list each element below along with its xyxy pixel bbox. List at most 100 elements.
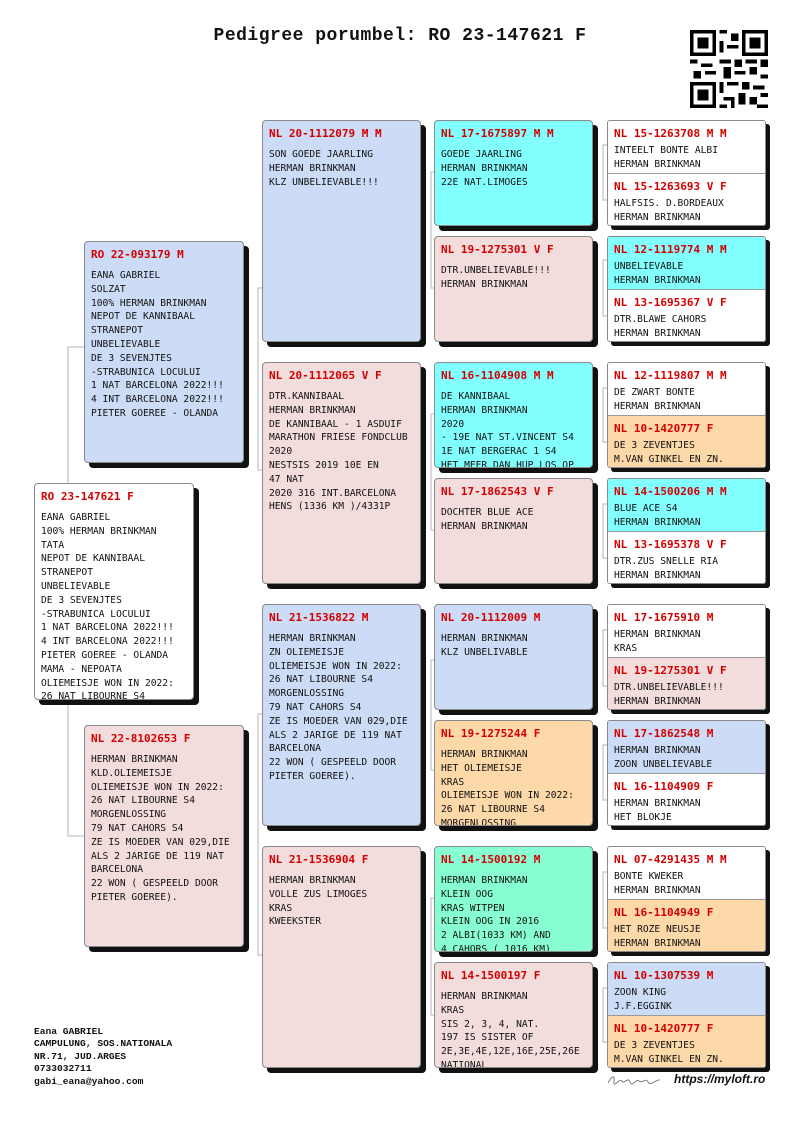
ancestor-entry: NL 10-1420777 F DE 3 ZEVENTJES M.VAN GIN…	[608, 415, 765, 467]
ancestor-text: DTR.UNBELIEVABLE!!! HERMAN BRINKMAN	[614, 682, 724, 707]
ancestor-entry: NL 15-1263708 M M INTEELT BONTE ALBI HER…	[608, 121, 765, 173]
ancestor-ring: NL 12-1119807 M M	[614, 369, 727, 382]
parent-text: HERMAN BRINKMAN KLD.OLIEMEISJE OLIEMEISJ…	[91, 754, 230, 903]
great-grandparent-card: NL 14-1500197 F HERMAN BRINKMAN KRAS SIS…	[434, 962, 593, 1068]
grandparent-ring: NL 20-1112065 V F	[269, 369, 382, 382]
great-grandparent-text: HERMAN BRINKMAN HET OLIEMEISJE KRAS OLIE…	[441, 749, 574, 826]
great-grandparent-ring: NL 14-1500197 F	[441, 969, 541, 982]
ancestor-text: UNBELIEVABLE HERMAN BRINKMAN	[614, 261, 701, 286]
ancestor-entry: NL 10-1307539 M ZOON KING J.F.EGGINK	[608, 963, 765, 1015]
great-grandparent-card: NL 20-1112009 M HERMAN BRINKMAN KLZ UNBE…	[434, 604, 593, 710]
website-link[interactable]: https://myloft.ro	[674, 1072, 766, 1086]
ancestor-text: INTEELT BONTE ALBI HERMAN BRINKMAN	[614, 145, 718, 170]
great-grandparent-text: HERMAN BRINKMAN KLEIN OOG KRAS WITPEN KL…	[441, 875, 551, 952]
ancestor-ring: NL 12-1119774 M M	[614, 243, 727, 256]
great-grandparent-ring: NL 17-1675897 M M	[441, 127, 554, 140]
ancestor-entry: NL 16-1104909 F HERMAN BRINKMAN HET BLOK…	[608, 773, 765, 825]
great-grandparent-text: HERMAN BRINKMAN KRAS SIS 2, 3, 4, NAT. 1…	[441, 991, 580, 1068]
ancestor-entry: NL 17-1862548 M HERMAN BRINKMAN ZOON UNB…	[608, 721, 765, 773]
ancestor-text: DE ZWART BONTE HERMAN BRINKMAN	[614, 387, 701, 412]
ancestor-entry: NL 13-1695367 V F DTR.BLAWE CAHORS HERMA…	[608, 289, 765, 341]
ancestor-ring: NL 16-1104949 F	[614, 906, 714, 919]
subject-card: RO 23-147621 F EANA GABRIEL 100% HERMAN …	[34, 483, 194, 700]
great-grandparent-ring: NL 14-1500192 M	[441, 853, 541, 866]
qr-code-icon	[690, 30, 768, 108]
ancestor-text: DE 3 ZEVENTJES M.VAN GINKEL EN ZN.	[614, 440, 724, 465]
grandparent-card: NL 21-1536904 F HERMAN BRINKMAN VOLLE ZU…	[262, 846, 421, 1068]
ancestor-text: HERMAN BRINKMAN HET BLOKJE	[614, 798, 701, 823]
ancestor-pair-card: NL 17-1862548 M HERMAN BRINKMAN ZOON UNB…	[607, 720, 766, 826]
parent-ring: RO 22-093179 M	[91, 248, 184, 261]
grandparent-ring: NL 21-1536904 F	[269, 853, 369, 866]
ancestor-entry: NL 16-1104949 F HET ROZE NEUSJE HERMAN B…	[608, 899, 765, 951]
ancestor-text: HET ROZE NEUSJE HERMAN BRINKMAN	[614, 924, 701, 949]
ancestor-entry: NL 13-1695378 V F DTR.ZUS SNELLE RIA HER…	[608, 531, 765, 583]
parent-ring: NL 22-8102653 F	[91, 732, 191, 745]
grandparent-ring: NL 20-1112079 M M	[269, 127, 382, 140]
great-grandparent-card: NL 17-1862543 V F DOCHTER BLUE ACE HERMA…	[434, 478, 593, 584]
ancestor-text: BLUE ACE S4 HERMAN BRINKMAN	[614, 503, 701, 528]
ancestor-ring: NL 16-1104909 F	[614, 780, 714, 793]
ancestor-ring: NL 10-1420777 F	[614, 1022, 714, 1035]
ancestor-text: BONTE KWEKER HERMAN BRINKMAN	[614, 871, 701, 896]
ancestor-entry: NL 12-1119807 M M DE ZWART BONTE HERMAN …	[608, 363, 765, 415]
great-grandparent-ring: NL 19-1275301 V F	[441, 243, 554, 256]
great-grandparent-card: NL 17-1675897 M M GOEDE JAARLING HERMAN …	[434, 120, 593, 226]
great-grandparent-text: HERMAN BRINKMAN KLZ UNBELIVABLE	[441, 633, 528, 658]
great-grandparent-ring: NL 20-1112009 M	[441, 611, 541, 624]
ancestor-ring: NL 15-1263708 M M	[614, 127, 727, 140]
great-grandparent-ring: NL 17-1862543 V F	[441, 485, 554, 498]
great-grandparent-card: NL 14-1500192 M HERMAN BRINKMAN KLEIN OO…	[434, 846, 593, 952]
grandparent-text: HERMAN BRINKMAN VOLLE ZUS LIMOGES KRAS K…	[269, 875, 368, 928]
ancestor-text: HERMAN BRINKMAN ZOON UNBELIEVABLE	[614, 745, 713, 770]
parent-card-sire: RO 22-093179 M EANA GABRIEL SOLZAT 100% …	[84, 241, 244, 463]
ancestor-text: DE 3 ZEVENTJES M.VAN GINKEL EN ZN.	[614, 1040, 724, 1065]
grandparent-card: NL 20-1112079 M M SON GOEDE JAARLING HER…	[262, 120, 421, 342]
ancestor-ring: NL 15-1263693 V F	[614, 180, 727, 193]
ancestor-entry: NL 17-1675910 M HERMAN BRINKMAN KRAS	[608, 605, 765, 657]
parent-card-dam: NL 22-8102653 F HERMAN BRINKMAN KLD.OLIE…	[84, 725, 244, 947]
ancestor-entry: NL 14-1500206 M M BLUE ACE S4 HERMAN BRI…	[608, 479, 765, 531]
great-grandparent-text: DOCHTER BLUE ACE HERMAN BRINKMAN	[441, 507, 534, 532]
ancestor-ring: NL 13-1695378 V F	[614, 538, 727, 551]
grandparent-card: NL 21-1536822 M HERMAN BRINKMAN ZN OLIEM…	[262, 604, 421, 826]
subject-text: EANA GABRIEL 100% HERMAN BRINKMAN TATA N…	[41, 512, 174, 700]
ancestor-ring: NL 13-1695367 V F	[614, 296, 727, 309]
ancestor-ring: NL 10-1307539 M	[614, 969, 714, 982]
great-grandparent-ring: NL 19-1275244 F	[441, 727, 541, 740]
grandparent-text: DTR.KANNIBAAL HERMAN BRINKMAN DE KANNIBA…	[269, 391, 408, 513]
ancestor-pair-card: NL 14-1500206 M M BLUE ACE S4 HERMAN BRI…	[607, 478, 766, 584]
ancestor-text: HALFSIS. D.BORDEAUX HERMAN BRINKMAN	[614, 198, 724, 223]
ancestor-entry: NL 10-1420777 F DE 3 ZEVENTJES M.VAN GIN…	[608, 1015, 765, 1067]
great-grandparent-card: NL 19-1275244 F HERMAN BRINKMAN HET OLIE…	[434, 720, 593, 826]
signature-icon	[607, 1076, 661, 1085]
ancestor-text: ZOON KING J.F.EGGINK	[614, 987, 672, 1012]
ancestor-ring: NL 07-4291435 M M	[614, 853, 727, 866]
parent-text: EANA GABRIEL SOLZAT 100% HERMAN BRINKMAN…	[91, 270, 224, 419]
owner-contact: Eana GABRIEL CAMPULUNG, SOS.NATIONALA NR…	[34, 1026, 173, 1087]
ancestor-ring: NL 14-1500206 M M	[614, 485, 727, 498]
ancestor-entry: NL 12-1119774 M M UNBELIEVABLE HERMAN BR…	[608, 237, 765, 289]
ancestor-text: DTR.ZUS SNELLE RIA HERMAN BRINKMAN	[614, 556, 718, 581]
ancestor-ring: NL 17-1675910 M	[614, 611, 714, 624]
great-grandparent-ring: NL 16-1104908 M M	[441, 369, 554, 382]
ancestor-entry: NL 15-1263693 V F HALFSIS. D.BORDEAUX HE…	[608, 173, 765, 225]
ancestor-text: DTR.BLAWE CAHORS HERMAN BRINKMAN	[614, 314, 707, 339]
grandparent-text: SON GOEDE JAARLING HERMAN BRINKMAN KLZ U…	[269, 149, 379, 188]
ancestor-pair-card: NL 12-1119807 M M DE ZWART BONTE HERMAN …	[607, 362, 766, 468]
subject-ring: RO 23-147621 F	[41, 490, 134, 503]
ancestor-pair-card: NL 12-1119774 M M UNBELIEVABLE HERMAN BR…	[607, 236, 766, 342]
ancestor-ring: NL 17-1862548 M	[614, 727, 714, 740]
ancestor-entry: NL 07-4291435 M M BONTE KWEKER HERMAN BR…	[608, 847, 765, 899]
grandparent-ring: NL 21-1536822 M	[269, 611, 369, 624]
great-grandparent-text: DTR.UNBELIEVABLE!!! HERMAN BRINKMAN	[441, 265, 551, 290]
ancestor-text: HERMAN BRINKMAN KRAS	[614, 629, 701, 654]
ancestor-pair-card: NL 07-4291435 M M BONTE KWEKER HERMAN BR…	[607, 846, 766, 952]
great-grandparent-text: DE KANNIBAAL HERMAN BRINKMAN 2020 - 19E …	[441, 391, 574, 468]
ancestor-ring: NL 19-1275301 V F	[614, 664, 727, 677]
ancestor-entry: NL 19-1275301 V F DTR.UNBELIEVABLE!!! HE…	[608, 657, 765, 709]
grandparent-text: HERMAN BRINKMAN ZN OLIEMEISJE OLIEMEISJE…	[269, 633, 408, 782]
ancestor-pair-card: NL 10-1307539 M ZOON KING J.F.EGGINK NL …	[607, 962, 766, 1068]
page-title: Pedigree porumbel: RO 23-147621 F	[213, 26, 587, 46]
